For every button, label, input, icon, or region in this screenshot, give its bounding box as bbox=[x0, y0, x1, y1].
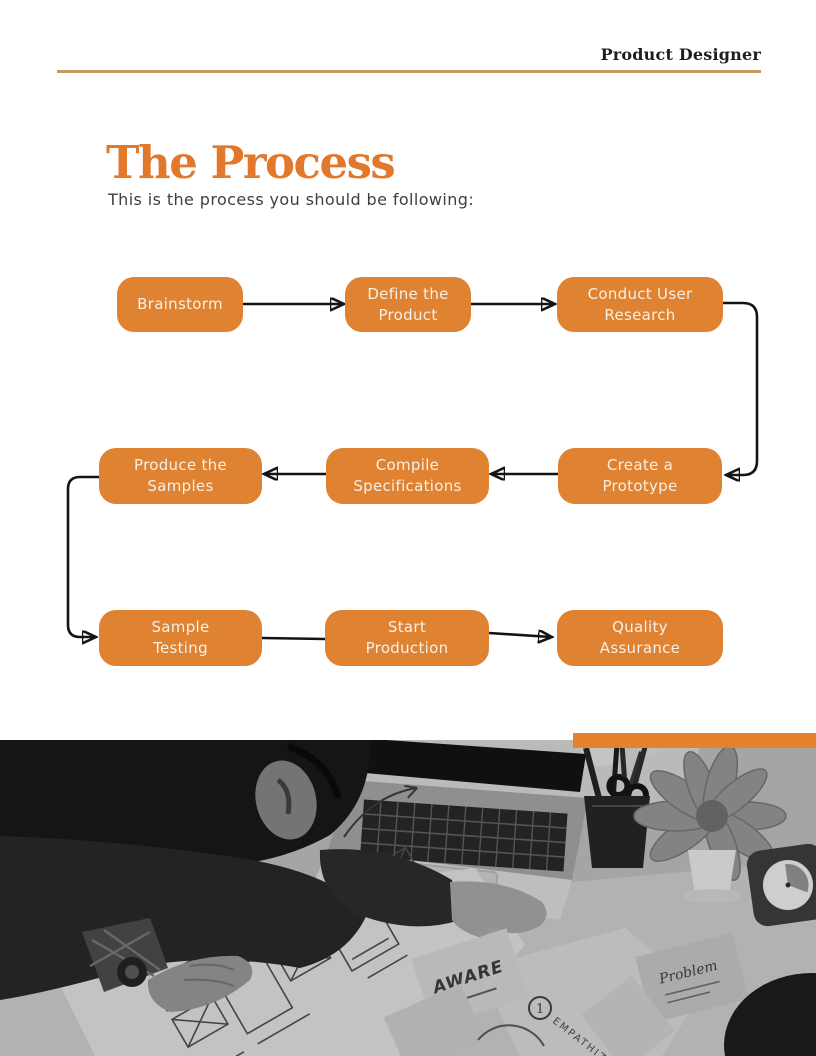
connector-samples-testing bbox=[66, 475, 101, 637]
plant bbox=[633, 745, 787, 903]
flow-node-brainstorm: Brainstorm bbox=[117, 277, 243, 332]
small-note bbox=[581, 975, 675, 1056]
header-rule bbox=[57, 70, 761, 73]
glasses-icon bbox=[286, 742, 342, 799]
page-title: The Process bbox=[106, 136, 396, 190]
problem-card: Problem bbox=[635, 932, 749, 1024]
designer-person bbox=[0, 740, 547, 1012]
pointing-sleeve bbox=[319, 849, 460, 927]
document-header-label: Product Designer bbox=[600, 45, 761, 64]
resting-hand bbox=[147, 955, 253, 1012]
plant-saucer bbox=[682, 889, 742, 903]
timer-clock bbox=[746, 843, 816, 927]
flow-node-compile-specifications: Compile Specifications bbox=[326, 448, 489, 504]
pen bbox=[583, 747, 603, 803]
flow-node-start-production: Start Production bbox=[325, 610, 489, 666]
flow-node-create-prototype: Create a Prototype bbox=[558, 448, 722, 504]
sketch-arrow bbox=[343, 784, 418, 838]
cup-body bbox=[584, 796, 650, 868]
laptop-screen bbox=[354, 740, 586, 792]
flow-node-define-product: Define the Product bbox=[345, 277, 471, 332]
connector-production-quality bbox=[487, 633, 551, 637]
person-ear bbox=[255, 760, 317, 840]
pen-cup bbox=[583, 741, 650, 868]
flow-node-produce-samples: Produce the Samples bbox=[99, 448, 262, 504]
flow-node-quality-assurance: Quality Assurance bbox=[557, 610, 723, 666]
desk-photo: AWARE Problem 1 EMPATHIZE bbox=[0, 740, 816, 1056]
plant-pot bbox=[688, 850, 736, 894]
connector-conduct-prototype bbox=[721, 301, 759, 475]
step-number-text: 1 bbox=[536, 1002, 544, 1017]
sticky-note bbox=[383, 983, 485, 1056]
laptop-keyboard bbox=[359, 799, 568, 872]
flow-node-sample-testing: Sample Testing bbox=[99, 610, 262, 666]
page-subtitle: This is the process you should be follow… bbox=[108, 190, 475, 209]
photo-accent-bar bbox=[573, 733, 816, 748]
flow-node-conduct-user-research: Conduct User Research bbox=[557, 277, 723, 332]
dark-object bbox=[724, 973, 816, 1056]
connector-testing-production bbox=[260, 636, 327, 641]
pointing-hand bbox=[450, 881, 547, 955]
